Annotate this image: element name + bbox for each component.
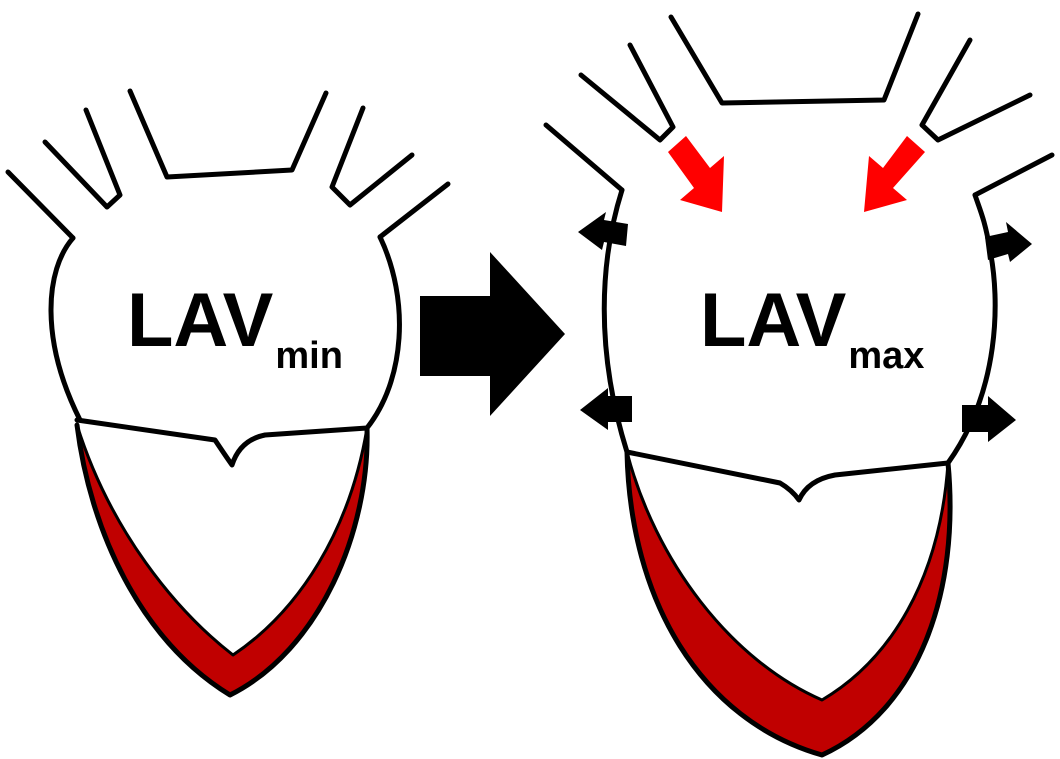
ventricle-wall-min	[77, 425, 367, 695]
pulmonary-vein-right-inner-min	[332, 108, 412, 205]
lav-max-main: LAV	[700, 278, 846, 363]
mitral-valve-max	[627, 452, 948, 500]
inflow-arrows	[668, 136, 925, 212]
pulmonary-vein-left-outer-min	[8, 172, 73, 238]
atrium-roof-max	[671, 14, 918, 103]
pulmonary-vein-left-inner-min	[45, 110, 120, 207]
diagonal-arrow-icon	[668, 136, 724, 212]
pulmonary-vein-right-outer-min	[380, 184, 448, 237]
outward-arrow-icon	[985, 222, 1032, 262]
lav-max-label: LAVmax	[700, 283, 924, 359]
outward-arrow-icon	[578, 212, 628, 250]
outward-arrow-icon	[580, 388, 632, 430]
pulmonary-vein-right-outer-max	[975, 155, 1052, 195]
right-arrow-icon	[420, 252, 565, 416]
heart-max	[546, 14, 1052, 755]
lav-min-main: LAV	[127, 278, 273, 363]
outward-arrow-icon	[962, 396, 1016, 442]
pulmonary-vein-left-outer-max	[546, 125, 622, 190]
lav-min-subscript: min	[275, 335, 343, 377]
lav-min-label: LAVmin	[127, 283, 343, 359]
ventricle-wall-max	[627, 452, 950, 755]
pulmonary-vein-right-inner-max	[922, 40, 1030, 140]
pulmonary-vein-left-inner-max	[581, 45, 673, 140]
atrium-roof-min	[130, 91, 326, 177]
heart-min	[8, 91, 448, 695]
mitral-valve-min	[77, 420, 367, 465]
diagonal-arrow-icon	[864, 136, 925, 212]
lav-max-subscript: max	[848, 335, 924, 377]
